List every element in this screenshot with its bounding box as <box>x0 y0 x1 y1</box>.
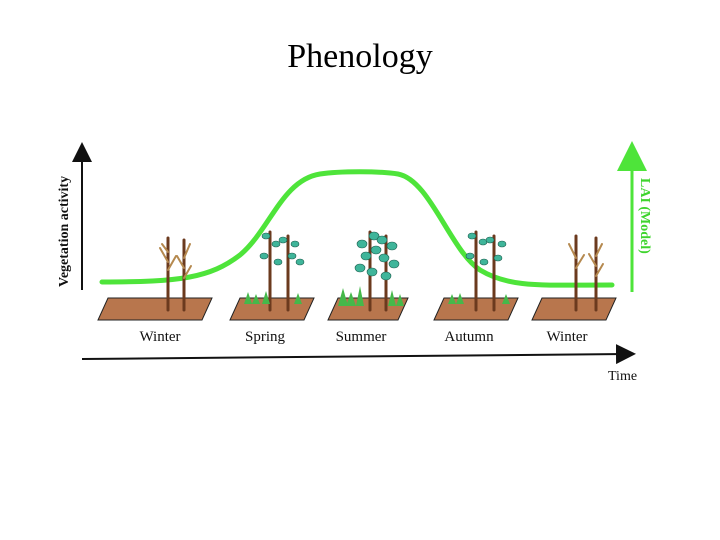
season-label-winter-1: Winter <box>139 329 180 345</box>
page-title: Phenology <box>287 38 433 75</box>
trees-autumn <box>465 230 507 312</box>
time-axis <box>81 344 636 365</box>
trees-spring <box>259 230 305 312</box>
grass-spring <box>244 291 302 304</box>
season-label-winter-2: Winter <box>546 329 587 345</box>
soil-plot-winter-1 <box>97 297 213 321</box>
time-axis-label: Time <box>608 369 637 384</box>
bare-trees-winter-1 <box>159 236 192 312</box>
lai-axis-label: LAI (Model) <box>637 178 652 254</box>
trees-summer <box>354 230 400 312</box>
season-label-summer: Summer <box>336 329 387 345</box>
grass-summer <box>338 286 404 306</box>
bare-trees-winter-2 <box>568 234 604 312</box>
season-label-autumn: Autumn <box>444 329 494 345</box>
grass-autumn <box>448 293 510 304</box>
soil-plot-winter-2 <box>531 297 617 321</box>
y-axis-label: Vegetation activity <box>57 176 72 287</box>
season-label-spring: Spring <box>245 329 286 345</box>
soil-plot-spring <box>229 297 315 321</box>
